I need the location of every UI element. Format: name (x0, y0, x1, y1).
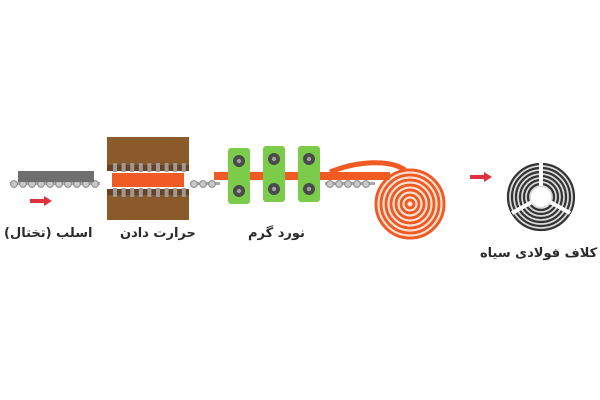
coil-gap (398, 192, 422, 216)
coil-wrap (379, 173, 441, 235)
hot-rolling-mill (228, 146, 320, 204)
roll-axle (306, 186, 312, 192)
heater-element (121, 188, 126, 197)
conveyor-roller (190, 180, 198, 188)
coil-gap (393, 187, 427, 221)
roll-axle (271, 156, 277, 162)
heater-element (181, 188, 186, 197)
reheating-furnace (107, 137, 189, 220)
slab-conveyor (10, 180, 100, 188)
conveyor-roller (344, 180, 352, 188)
label-slab: اسلب (تختال) (4, 226, 93, 241)
hot-slab (112, 173, 184, 187)
heater-element (121, 163, 126, 172)
coil-band (511, 200, 533, 215)
label-black-steel-coil: کلاف فولادی سیاه (480, 246, 598, 261)
coil-wrap (404, 198, 416, 210)
heater-element (164, 163, 169, 172)
slab-arrow-icon (30, 196, 52, 206)
slab (18, 171, 94, 182)
transfer-conveyor (190, 180, 220, 188)
coil-wrap (389, 183, 431, 225)
coil-wrap (394, 188, 426, 220)
heater-element (156, 163, 160, 172)
label-heating: حرارت دادن (120, 226, 196, 241)
label-hot-rolling: نورد گرم (248, 226, 305, 241)
heater-element (138, 188, 143, 197)
conveyor-roller (91, 180, 99, 188)
heater-element (156, 188, 160, 197)
heater-element (147, 163, 152, 172)
runout-conveyor (325, 180, 375, 188)
roll-axle (236, 188, 242, 194)
roll-axle (236, 158, 242, 164)
roll-axle (271, 186, 277, 192)
coil-gap (403, 197, 417, 211)
heater-element (173, 163, 178, 172)
heater-element (147, 188, 152, 197)
conveyor-roller (335, 180, 343, 188)
heater-element (113, 188, 117, 197)
coil-gap (383, 177, 437, 231)
coil-gap (388, 182, 432, 226)
roll-axle (306, 156, 312, 162)
coil-band (549, 200, 571, 215)
heater-element (181, 163, 186, 172)
conveyor-roller (362, 180, 370, 188)
heater-element (130, 163, 135, 172)
coil-wrap (374, 168, 446, 240)
heater-element (130, 188, 135, 197)
heater-element (113, 163, 117, 172)
heater-element (173, 188, 178, 197)
conveyor-roller (10, 180, 18, 188)
coil-wrap (399, 193, 421, 215)
heater-element (138, 163, 143, 172)
hot-coil (329, 160, 446, 240)
conveyor-roller (326, 180, 334, 188)
coil-gap (408, 202, 412, 206)
coil-core (531, 187, 551, 207)
black-steel-coil (506, 162, 576, 232)
coil-arrow-icon (470, 172, 492, 182)
conveyor-roller (208, 180, 216, 188)
conveyor-roller (199, 180, 207, 188)
coil-wrap (384, 178, 436, 230)
coil-gap (378, 172, 442, 236)
conveyor-roller (353, 180, 361, 188)
heater-element (164, 188, 169, 197)
